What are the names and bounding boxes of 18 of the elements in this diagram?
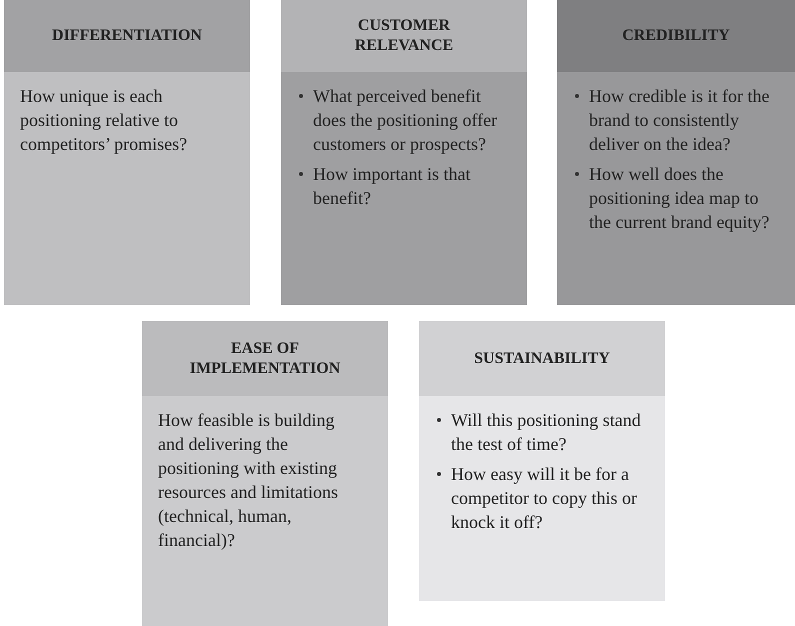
card-heading: SUSTAINABILITY: [419, 321, 665, 396]
bullet-question: How easy will it be for a competitor to copy this or knock it off?: [451, 463, 638, 534]
question-text: How unique is each positioning relative to competitors’ promises?: [20, 85, 188, 156]
bullet-question: What perceived benefit does the positioning offer customers or prospects?: [313, 85, 498, 156]
bullet-question: How important is that benefit?: [313, 163, 472, 210]
criterion-card: [419, 321, 665, 601]
criterion-card: [557, 0, 795, 305]
bullet-question: How credible is it for the brand to consistently deliver on the idea?: [589, 85, 770, 156]
bullet-question: How well does the positioning idea map to the current brand equity?: [589, 163, 770, 234]
card-heading: CUSTOMER RELEVANCE: [281, 0, 527, 72]
card-heading: DIFFERENTIATION: [4, 0, 250, 72]
criterion-card: [4, 0, 250, 305]
question-text: How feasible is building and delivering the positioning with existing resources and limitations (technical, human, financial)?: [158, 409, 339, 552]
criterion-card: [281, 0, 527, 305]
card-heading: CREDIBILITY: [557, 0, 795, 72]
criterion-card: [142, 321, 388, 626]
card-heading: EASE OF IMPLEMENTATION: [142, 321, 388, 396]
bullet-question: Will this positioning stand the test of time?: [451, 409, 641, 456]
